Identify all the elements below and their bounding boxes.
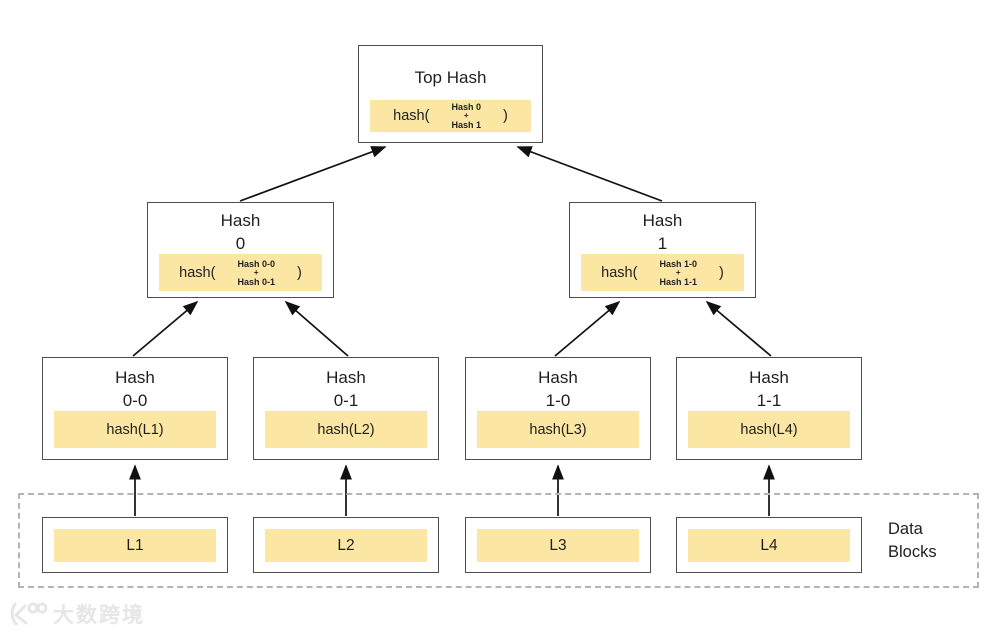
hash-operand-plus: +: [253, 267, 259, 277]
data-blocks-container: [18, 493, 979, 588]
title-line2: 1-1: [756, 391, 782, 410]
node-hash-1-1-title: Hash 1-1: [677, 358, 861, 412]
node-hash-0-0-value: hash(L1): [54, 411, 216, 448]
arrow-hash00-to-hash0: [132, 300, 199, 357]
node-hash-0-0: Hash 0-0 hash(L1): [42, 357, 228, 460]
data-block-l3-label: L3: [477, 529, 639, 562]
node-hash-1-0: Hash 1-0 hash(L3): [465, 357, 651, 460]
leaf-hash-label: hash(L2): [317, 421, 375, 438]
title-line1: Hash: [115, 368, 155, 387]
hash-operands: Hash 0 + Hash 1: [451, 102, 481, 130]
arrow-hash01-to-hash0: [284, 300, 349, 357]
data-block-l2: L2: [253, 517, 439, 573]
node-top-hash: Top Hash hash( Hash 0 + Hash 1 ): [358, 45, 543, 143]
node-hash-1-0-value: hash(L3): [477, 411, 639, 448]
hash-fn-close: ): [718, 264, 724, 281]
data-block-l4-label: L4: [688, 529, 850, 562]
hash-operands: Hash 0-0 + Hash 0-1: [237, 259, 275, 287]
hash-fn-open: hash(: [179, 264, 216, 281]
title-line1: Hash: [326, 368, 366, 387]
title-line1: Hash: [538, 368, 578, 387]
node-hash-1-1-value: hash(L4): [688, 411, 850, 448]
hash-operand-plus: +: [463, 111, 469, 120]
title-line1: Hash: [749, 368, 789, 387]
data-block-l4: L4: [676, 517, 862, 573]
node-hash-1-1: Hash 1-1 hash(L4): [676, 357, 862, 460]
hash-operand-bottom: Hash 1-1: [659, 276, 697, 287]
hash-fn-open: hash(: [601, 264, 638, 281]
node-hash-0: Hash 0 hash( Hash 0-0 + Hash 0-1 ): [147, 202, 334, 298]
data-block-l1: L1: [42, 517, 228, 573]
arrow-hash1-to-top: [516, 146, 663, 202]
title-line2: 0: [235, 234, 246, 253]
brand-logo-icon: [10, 602, 48, 626]
data-block-l1-label: L1: [54, 529, 216, 562]
node-hash-0-value: hash( Hash 0-0 + Hash 0-1 ): [159, 254, 322, 291]
hash-operand-bottom: Hash 0-1: [237, 276, 275, 287]
arrow-hash0-to-top: [239, 146, 387, 202]
node-hash-0-1-value: hash(L2): [265, 411, 427, 448]
hash-operand-bottom: Hash 1: [451, 120, 481, 130]
node-hash-0-1: Hash 0-1 hash(L2): [253, 357, 439, 460]
node-hash-0-title: Hash 0: [148, 203, 333, 255]
hash-operand-top: Hash 1-0: [659, 258, 697, 269]
title-line1: Hash: [642, 211, 683, 230]
arrow-hash11-to-hash1: [705, 300, 772, 357]
title-line2: 1-0: [545, 391, 571, 410]
hash-fn-open: hash(: [393, 108, 430, 124]
node-hash-1-value: hash( Hash 1-0 + Hash 1-1 ): [581, 254, 744, 291]
node-hash-0-1-title: Hash 0-1: [254, 358, 438, 412]
title-line2: 0-1: [333, 391, 359, 410]
watermark-text: 大数跨境: [53, 604, 145, 627]
data-block-l2-label: L2: [265, 529, 427, 562]
leaf-hash-label: hash(L3): [529, 421, 587, 438]
node-hash-1-title: Hash 1: [570, 203, 755, 255]
leaf-hash-label: hash(L1): [106, 421, 164, 438]
watermark: 大数跨境: [8, 599, 145, 629]
node-hash-0-0-title: Hash 0-0: [43, 358, 227, 412]
hash-operands: Hash 1-0 + Hash 1-1: [659, 259, 697, 287]
title-line2: 0-0: [122, 391, 148, 410]
title-line2: 1: [657, 234, 668, 253]
arrow-hash10-to-hash1: [554, 300, 621, 357]
data-blocks-label-line1: Data: [888, 520, 923, 538]
node-hash-1-0-title: Hash 1-0: [466, 358, 650, 412]
hash-fn-close: ): [502, 108, 508, 124]
hash-operand-top: Hash 0: [451, 102, 481, 112]
data-block-l3: L3: [465, 517, 651, 573]
node-top-hash-value: hash( Hash 0 + Hash 1 ): [370, 100, 531, 132]
node-hash-1: Hash 1 hash( Hash 1-0 + Hash 1-1 ): [569, 202, 756, 298]
leaf-hash-label: hash(L4): [740, 421, 798, 438]
hash-operand-plus: +: [675, 267, 681, 277]
hash-fn-close: ): [296, 264, 302, 281]
node-top-hash-title: Top Hash: [414, 68, 487, 87]
title-line1: Hash: [220, 211, 261, 230]
hash-operand-top: Hash 0-0: [237, 258, 275, 269]
data-blocks-label-line2: Blocks: [888, 543, 937, 561]
